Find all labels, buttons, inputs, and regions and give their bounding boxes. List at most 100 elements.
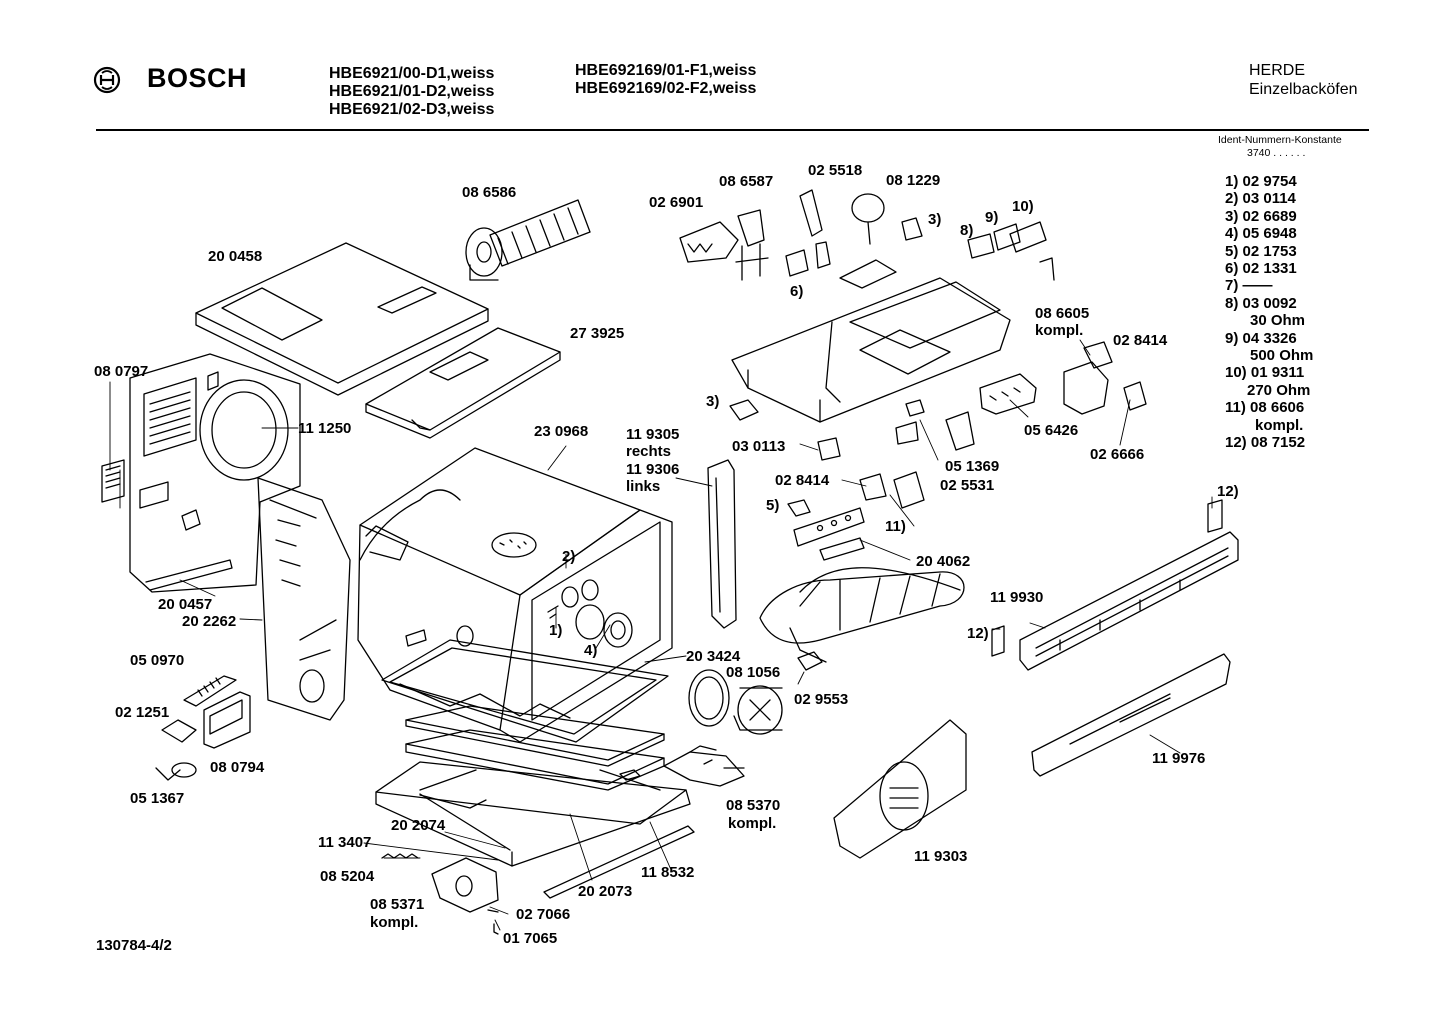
header-rule [96,129,1369,131]
part-label: 05 1367 [130,790,185,807]
part-label: 20 3424 [686,648,741,665]
ident-title: Ident-Nummern-Konstante [1218,134,1342,146]
part-label: 10) [1012,198,1034,215]
part-label: 1) [549,622,563,639]
doc-number: 130784-4/2 [96,937,172,954]
part-label: 08 0797 [94,363,149,380]
ident-list: 1) 02 9754 2) 03 0114 3) 02 6689 4) 05 6… [1225,173,1313,452]
part-label: 05 0970 [130,652,185,669]
model-line: HBE692169/02-F2,weiss [575,80,757,97]
part-label: 08 6586 [462,184,517,201]
oven-small-parts [548,580,632,647]
category: HERDE Einzelbacköfen [1249,61,1358,99]
part-label: 20 0458 [208,248,263,265]
model-line: HBE6921/01-D2,weiss [329,83,495,100]
part-label: 27 3925 [570,325,625,342]
ident-item: 9) 04 3326 [1225,329,1297,347]
part-label: 8) [960,222,974,239]
oven-cavity-part [358,448,672,742]
ident-item: 8) 03 0092 [1225,294,1297,312]
part-label: 5) [766,497,780,514]
category-line: Einzelbacköfen [1249,81,1358,98]
tray-plates-part [406,706,664,790]
ident-item: 11) 08 6606 [1225,399,1305,417]
part-label: 11 9303 [914,848,968,865]
part-label: 11 9305 [626,426,680,443]
part-label: 4) [584,642,598,659]
part-label: 08 6587 [719,173,774,190]
side-cover-part [834,720,966,858]
part-label: links [626,478,661,495]
part-label: 20 2074 [391,817,446,834]
part-label: 11 8532 [641,864,695,881]
model-line: HBE6921/00-D1,weiss [329,65,495,82]
part-label: 02 8414 [775,472,830,489]
ident-item: 2) 03 0114 [1225,190,1296,208]
part-label: 20 4062 [916,553,971,570]
fan-part [689,670,782,734]
part-label: 02 5518 [808,162,863,179]
side-panel-part [258,478,350,720]
top-cover-part [196,243,488,395]
ident-item: 6) 02 1331 [1225,260,1297,278]
part-label: 11) [885,518,906,535]
part-label: 08 1056 [726,664,781,681]
ident-item: 4) 05 6948 [1225,225,1297,243]
part-label: 02 9553 [794,691,849,708]
ident-item: 12) 08 7152 [1225,434,1306,452]
part-label: kompl. [1035,322,1084,339]
guide-rail-part [708,460,736,628]
ident-item: 10) 01 9311 [1225,364,1305,382]
ident-item: 1) 02 9754 [1225,173,1297,190]
part-label: 08 6605 [1035,305,1090,322]
model-list-1: HBE6921/00-D1,weiss HBE6921/01-D2,weiss … [329,65,494,119]
part-label: 20 2262 [182,613,237,630]
left-small-parts [156,676,250,780]
category-line: HERDE [1249,62,1306,79]
bosch-logo-icon [93,66,121,94]
rail-part [366,328,560,438]
part-label: 02 7066 [516,906,571,923]
part-label: 20 2073 [578,883,633,900]
part-label: 23 0968 [534,423,589,440]
switch-parts [680,190,1054,280]
model-list-2: HBE692169/01-F1,weiss HBE692169/02-F2,we… [575,62,756,98]
control-housing-part [732,260,1010,422]
part-label: 08 1229 [886,172,941,189]
ident-value: 3740 . . . . . . [1247,147,1306,159]
part-label: 11 3407 [318,834,372,851]
part-label: 05 6426 [1024,422,1079,439]
heater-part [760,508,964,662]
part-label: 08 5371 [370,896,425,913]
relay-parts [730,342,1146,516]
fan-motor-part [466,200,590,280]
part-label: 3) [706,393,720,410]
part-label: 12) [967,625,989,642]
part-label: 3) [928,211,942,228]
thermostat-part [382,854,498,934]
lower-strip-part [1032,654,1230,776]
ident-item: 7) —— [1225,277,1273,295]
ident-item: kompl. [1255,416,1304,434]
part-label: 08 5204 [320,868,375,885]
part-label: 02 8414 [1113,332,1168,349]
ident-item: 5) 02 1753 [1225,242,1297,260]
part-label: 02 5531 [940,477,995,494]
part-label: 6) [790,283,804,300]
ident-item: 3) 02 6689 [1225,207,1297,225]
front-strip-part [992,500,1238,670]
part-label: 2) [562,548,576,565]
ident-item: 270 Ohm [1247,381,1311,399]
part-label: kompl. [370,914,419,931]
part-label: 11 1250 [298,420,352,437]
part-label: 01 7065 [503,930,558,947]
part-label: 11 9976 [1152,750,1206,767]
part-label: 02 6901 [649,194,704,211]
part-label: 12) [1217,483,1239,500]
part-label: rechts [626,443,672,460]
part-label: 11 9930 [990,589,1044,606]
part-label: 08 0794 [210,759,265,776]
model-line: HBE6921/02-D3,weiss [329,101,495,118]
door-seal-part [382,640,668,742]
part-label: 02 6666 [1090,446,1145,463]
